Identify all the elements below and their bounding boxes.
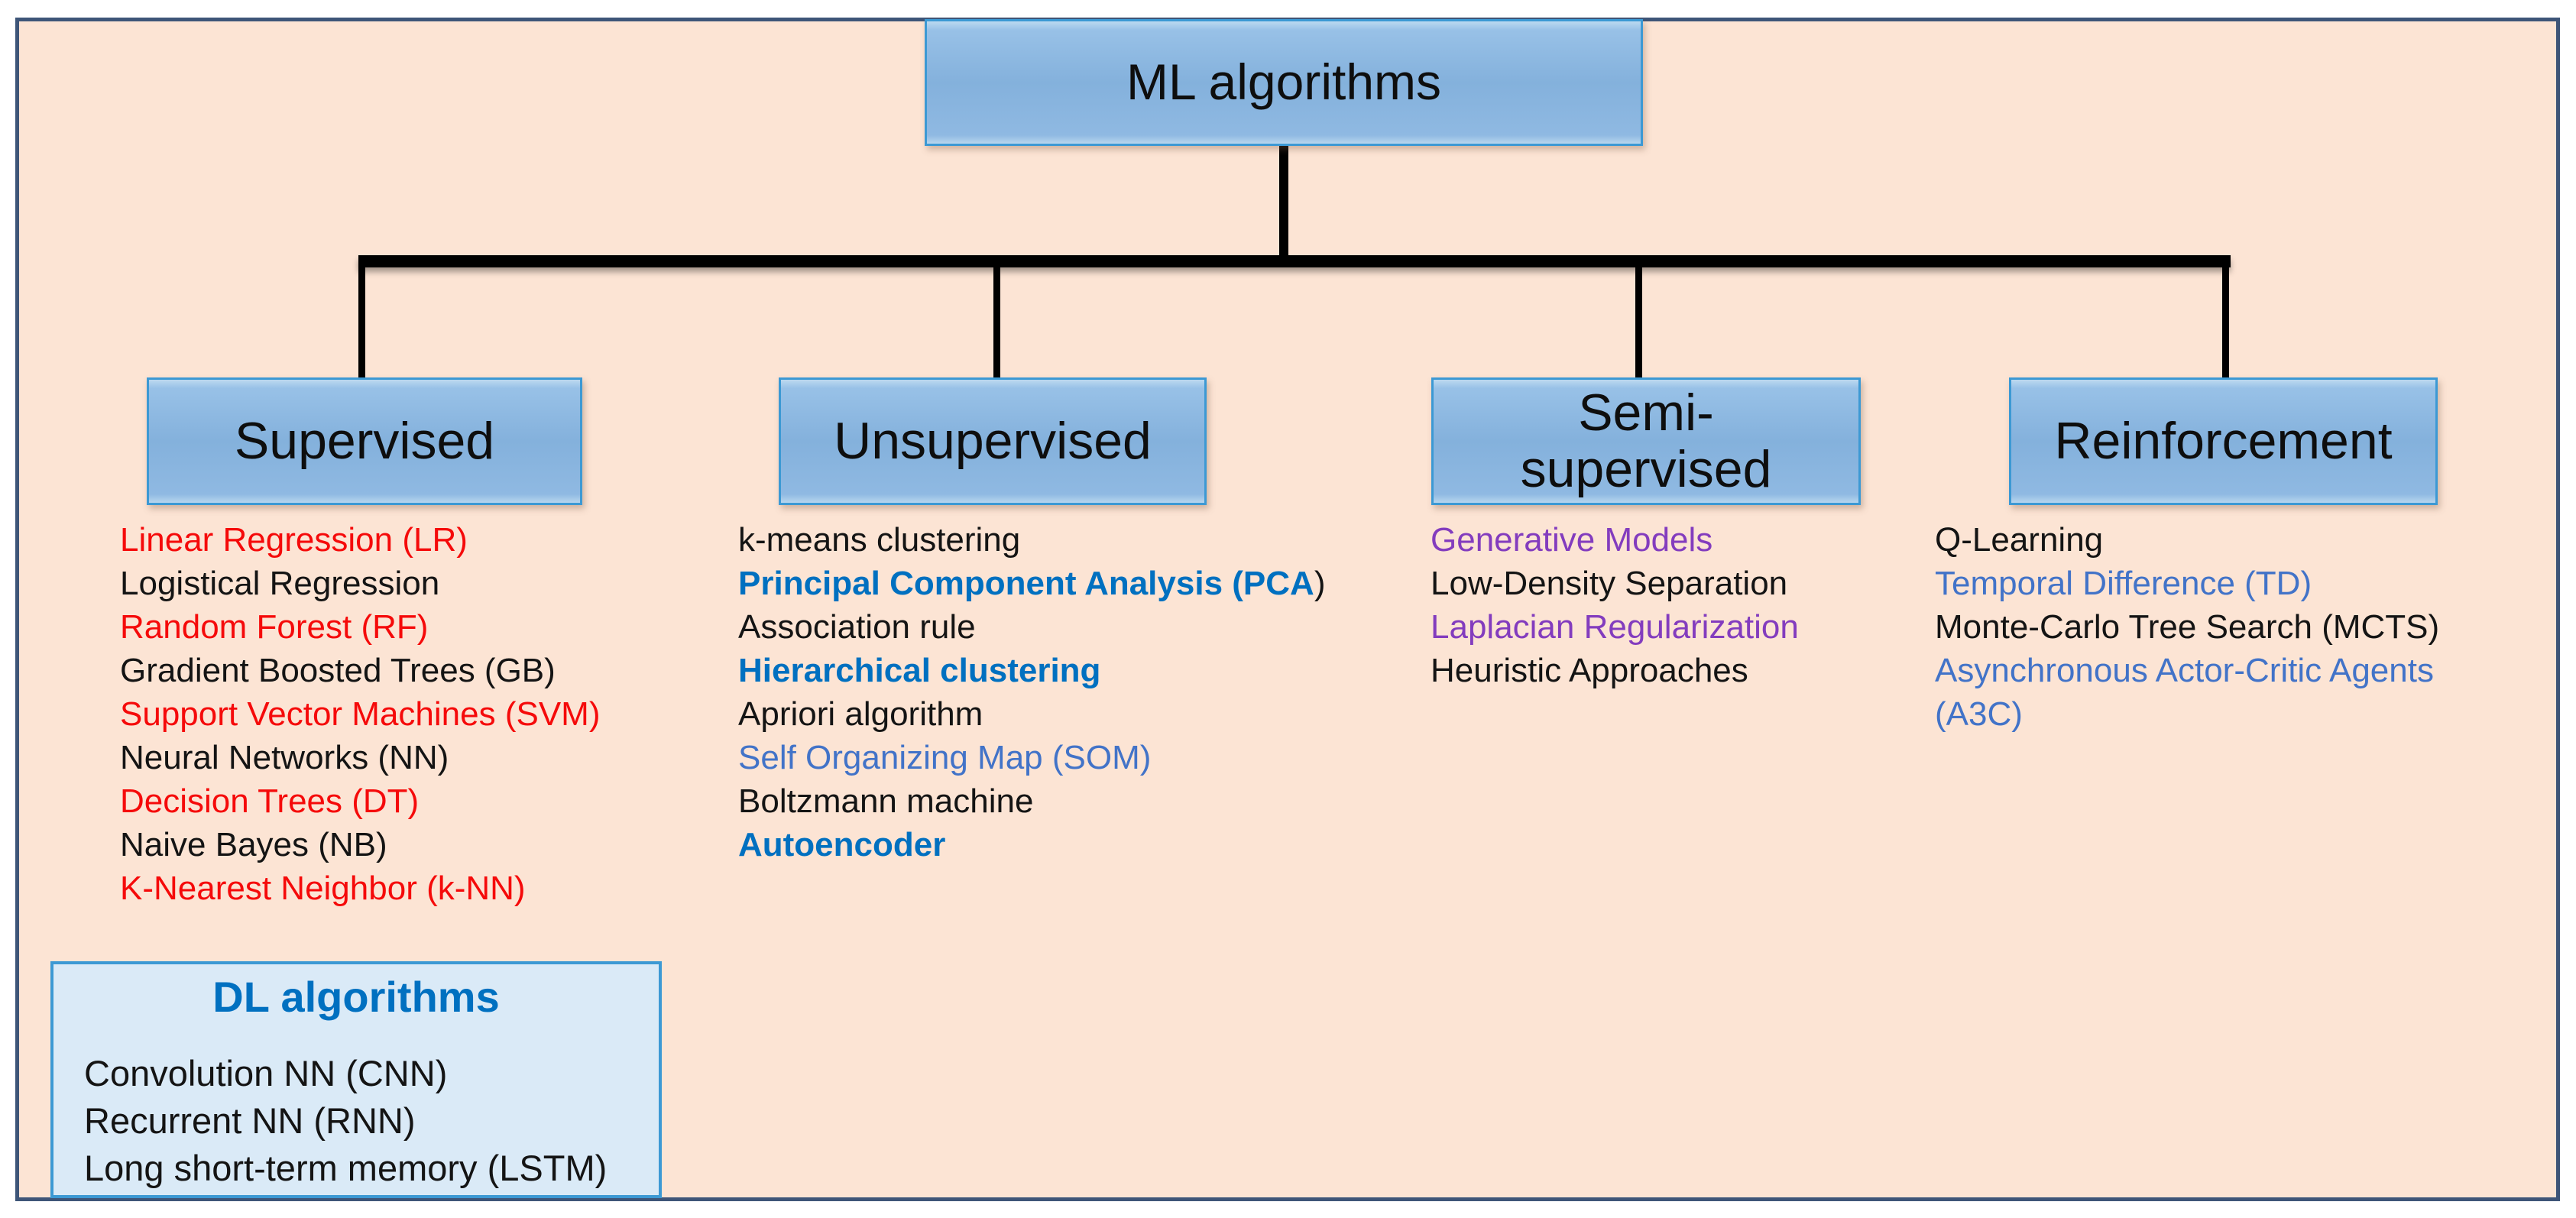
list-item: Naive Bayes (NB) <box>120 826 387 863</box>
list-item: Monte-Carlo Tree Search (MCTS) <box>1935 608 2440 646</box>
connector-horizontal-bar <box>358 255 2231 267</box>
list-item: Heuristic Approaches <box>1431 652 1748 689</box>
category-label-semi-supervised: Semi- supervised <box>1520 384 1772 498</box>
list-item: Random Forest (RF) <box>120 608 429 646</box>
list-item: k-means clustering <box>738 521 1021 559</box>
list-item: Principal Component Analysis (PCA) <box>738 565 1326 602</box>
list-item: Support Vector Machines (SVM) <box>120 695 601 733</box>
list-item: Temporal Difference (TD) <box>1935 565 2312 602</box>
list-item: Autoencoder <box>738 826 946 863</box>
connector-drop-semi-supervised <box>1635 267 1642 379</box>
list-item: Apriori algorithm <box>738 695 983 733</box>
connector-drop-reinforcement <box>2222 267 2229 379</box>
dl-algorithms-list: Convolution NN (CNN) Recurrent NN (RNN) Lo… <box>84 1050 650 1192</box>
list-item: Decision Trees (DT) <box>120 782 420 820</box>
list-item: Convolution NN (CNN) <box>84 1053 448 1093</box>
category-label-supervised: Supervised <box>234 411 495 470</box>
list-item: Q-Learning <box>1935 521 2104 559</box>
dl-algorithms-title: DL algorithms <box>212 973 500 1021</box>
list-item: Laplacian Regularization <box>1431 608 1799 646</box>
connector-drop-unsupervised <box>993 267 1000 379</box>
list-item: K-Nearest Neighbor (k-NN) <box>120 870 526 907</box>
list-item: Recurrent NN (RNN) <box>84 1100 416 1141</box>
list-item: Gradient Boosted Trees (GB) <box>120 652 556 689</box>
category-node-supervised: Supervised <box>147 377 582 505</box>
list-item: Hierarchical clustering <box>738 652 1101 689</box>
list-item: Long short-term memory (LSTM) <box>84 1148 608 1188</box>
algorithm-list-supervised: Linear Regression (LR) Logistical Regress… <box>120 518 762 910</box>
list-item: Association rule <box>738 608 976 646</box>
category-node-reinforcement: Reinforcement <box>2009 377 2438 505</box>
category-label-reinforcement: Reinforcement <box>2054 411 2393 470</box>
list-item: Logistical Regression <box>120 565 440 602</box>
connector-root-stem <box>1279 145 1288 258</box>
list-item: Boltzmann machine <box>738 782 1034 820</box>
category-label-unsupervised: Unsupervised <box>834 411 1152 470</box>
list-item: Asynchronous Actor-Critic Agents (A3C) <box>1935 652 2434 733</box>
list-item: Low-Density Separation <box>1431 565 1788 602</box>
list-item: Self Organizing Map (SOM) <box>738 739 1152 776</box>
root-node-label: ML algorithms <box>1126 53 1442 111</box>
connector-drop-supervised <box>358 267 365 379</box>
dl-algorithms-box: DL algorithms Convolution NN (CNN) Recurr… <box>50 961 662 1198</box>
list-item: Linear Regression (LR) <box>120 521 468 559</box>
list-item: Generative Models <box>1431 521 1713 559</box>
list-item: Neural Networks (NN) <box>120 739 449 776</box>
root-node-ml-algorithms: ML algorithms <box>925 19 1643 146</box>
category-node-semi-supervised: Semi- supervised <box>1431 377 1861 505</box>
category-node-unsupervised: Unsupervised <box>779 377 1207 505</box>
